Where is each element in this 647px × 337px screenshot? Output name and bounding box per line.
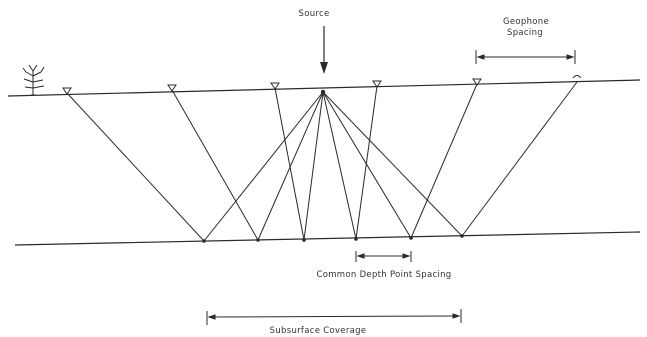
ray-path — [322, 91, 463, 237]
source-point — [320, 89, 326, 95]
ray-path — [257, 91, 324, 241]
ground-surface-line — [7, 79, 641, 97]
tree-icon — [22, 64, 45, 96]
ray-path — [322, 91, 357, 240]
ray-path — [461, 81, 578, 237]
geophone-icon — [572, 75, 582, 79]
cdp-spacing-label: Common Depth Point Spacing — [316, 270, 451, 280]
ray-path — [171, 89, 259, 241]
ray-paths — [66, 81, 578, 242]
ray-path — [355, 85, 378, 240]
reflection-point — [460, 234, 464, 238]
ray-path — [410, 83, 478, 239]
geophone-icon — [372, 80, 382, 88]
reflection-point — [256, 238, 260, 242]
geophone-spacing-label-line2: Spacing — [507, 28, 543, 38]
ray-path — [203, 91, 324, 242]
subsurface-coverage-dimension — [206, 309, 462, 325]
ray-path — [322, 91, 412, 239]
reflection-point — [202, 239, 206, 243]
source-label: Source — [299, 9, 330, 19]
ray-path — [66, 92, 205, 242]
reflection-points — [202, 234, 464, 243]
cdp-spacing-dimension — [355, 251, 412, 262]
geophone-spacing-label-line1: Geophone — [503, 17, 549, 27]
geophone-icon — [270, 82, 280, 90]
reflection-point — [409, 236, 413, 240]
subsurface-reflector-line — [14, 231, 641, 246]
geophone-icon — [167, 84, 177, 92]
geophone-icon — [62, 87, 72, 95]
reflection-point — [302, 238, 306, 242]
geophone-icon — [472, 78, 482, 86]
source-arrow-head — [320, 62, 328, 74]
geophones — [62, 75, 582, 95]
geophone-spacing-dimension — [475, 50, 576, 64]
subsurface-coverage-label: Subsurface Coverage — [270, 326, 367, 336]
ray-path — [274, 87, 305, 241]
reflection-point — [354, 237, 358, 241]
ray-path — [303, 91, 324, 241]
